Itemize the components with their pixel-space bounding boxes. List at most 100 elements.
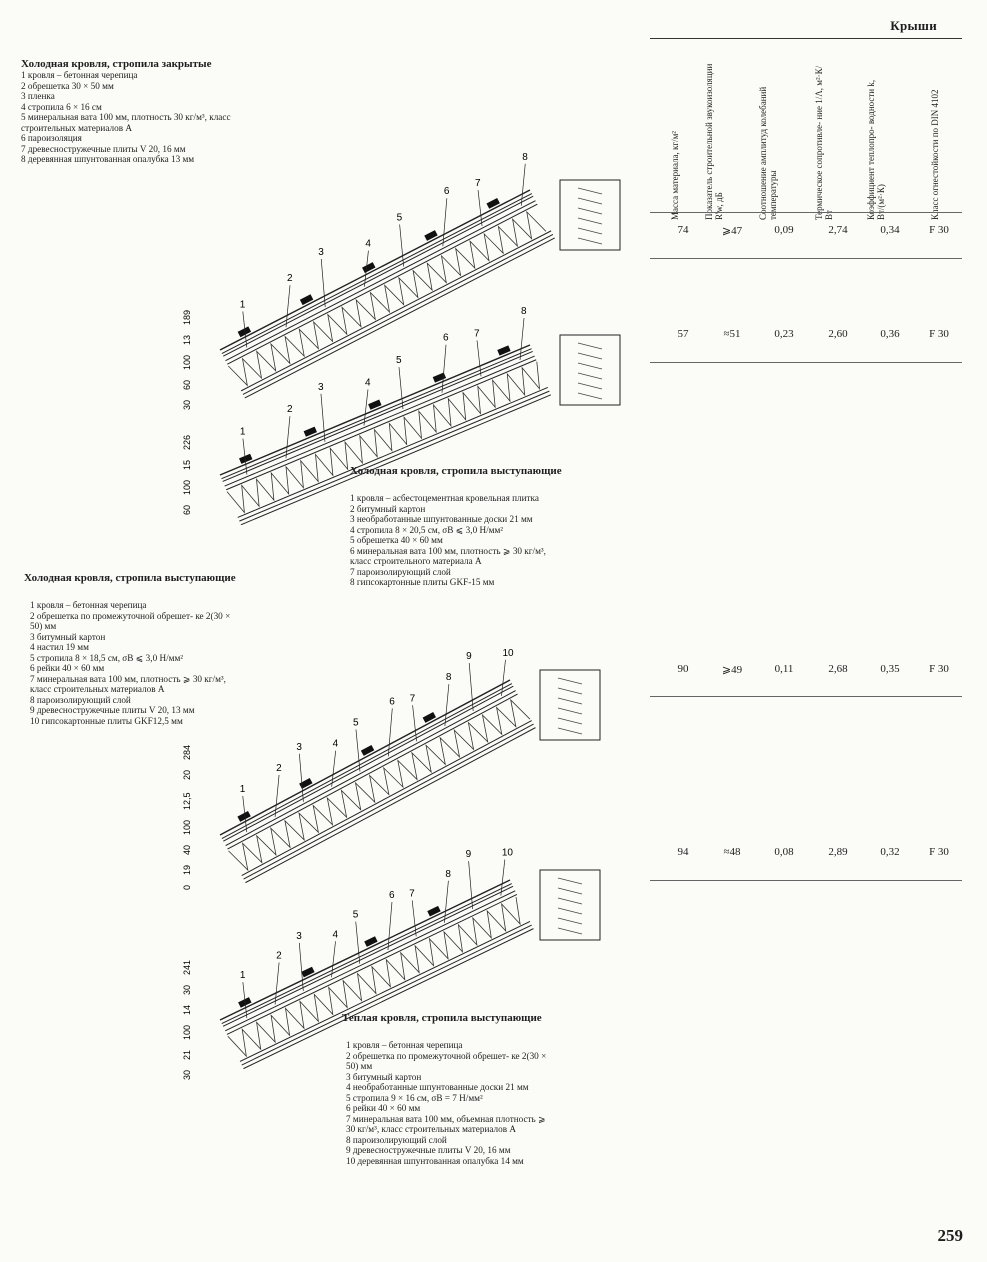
legend-item: 2 обрешетка по промежуточной обрешет- ке… — [30, 610, 231, 632]
dimension-label: 20 — [182, 770, 192, 780]
layer-line — [242, 233, 554, 395]
table-cell: F 30 — [929, 846, 949, 858]
section-2-legend: 1 кровля – асбестоцементная кровельная п… — [350, 493, 562, 588]
callout-leader — [355, 729, 361, 772]
dimension-label: 226 — [182, 435, 192, 450]
layer-line — [221, 193, 533, 354]
callout-label: 5 — [353, 910, 359, 921]
rafter-grain — [557, 707, 583, 715]
legend-item: 6 рейки 40 × 60 мм — [346, 1103, 421, 1113]
table-cell: 90 — [677, 663, 689, 675]
batten — [424, 230, 438, 241]
table-header-mass: Масса материала, кг/м² — [670, 131, 680, 220]
dimension-label: 21 — [182, 1050, 192, 1060]
dimension-labels: 216010015226 — [182, 435, 192, 525]
section-3-title: Холодная кровля, стропила выступающие — [24, 572, 236, 584]
layer-line — [243, 928, 534, 1070]
insulation-hatch — [226, 361, 541, 514]
callout-label: 10 — [502, 648, 514, 659]
rafter-grain — [557, 687, 583, 695]
legend-item: 5 обрешетка 40 × 60 мм — [350, 535, 443, 545]
batten — [486, 197, 500, 209]
layer-line — [222, 885, 514, 1027]
legend-item: 10 гипсокартонные плиты GKF12,5 мм — [30, 715, 183, 726]
callout-label: 4 — [365, 239, 371, 250]
legend-item: 6 рейки 40 × 60 мм — [30, 663, 105, 673]
callout-leader — [468, 662, 474, 712]
callout-leader — [387, 901, 393, 951]
layer-line — [224, 355, 535, 487]
table-cell: 0,34 — [880, 224, 900, 236]
callout-leader — [399, 224, 404, 267]
callout-label: 1 — [240, 970, 246, 981]
callout-label: 2 — [276, 951, 282, 962]
batten — [301, 966, 315, 978]
legend-item: 7 пароизолирующий слой — [350, 566, 451, 577]
header-rule — [650, 38, 962, 39]
layer-line — [245, 727, 536, 884]
dimension-label: 284 — [182, 745, 192, 760]
table-rule — [650, 696, 962, 697]
rafter-grain — [557, 927, 583, 935]
callout-label: 1 — [240, 299, 246, 310]
table-cell: F 30 — [929, 328, 949, 340]
callout-leader — [441, 344, 447, 393]
rafter-grain — [577, 187, 603, 195]
page-number: 259 — [937, 1226, 964, 1245]
layer-line — [240, 394, 552, 525]
table-cell: 0,08 — [774, 846, 794, 858]
batten — [299, 294, 314, 306]
dimension-label: 30 — [182, 1070, 192, 1080]
legend-item: 1 кровля – асбестоцементная кровельная п… — [350, 493, 539, 503]
callout-label: 7 — [475, 178, 481, 189]
callout-label: 8 — [445, 869, 451, 880]
rafter-grain — [557, 897, 583, 905]
table-cell: 0,23 — [774, 328, 794, 340]
legend-item: 5 стропила 8 × 18,5 см, σB ⩽ 3,0 Н/мм² — [30, 652, 184, 663]
dimension-label: 60 — [182, 505, 192, 515]
callout-leader — [355, 921, 361, 964]
table-rule — [650, 258, 962, 259]
dimension-label: 30 — [182, 400, 192, 410]
batten — [432, 372, 447, 383]
dimension-label: 100 — [182, 480, 192, 495]
table-cell: 0,32 — [880, 846, 900, 858]
callout-label: 8 — [522, 152, 528, 163]
batten — [303, 426, 317, 437]
callout-leader — [444, 880, 449, 923]
dimension-label: 100 — [182, 820, 192, 835]
rafter-grain — [577, 392, 603, 400]
dimension-label: 60 — [182, 380, 192, 390]
legend-item: 8 пароизолирующий слой — [30, 694, 131, 705]
dimension-label: 100 — [182, 1025, 192, 1040]
callout-leader — [331, 750, 337, 787]
layer-line — [237, 386, 548, 518]
insulation-hatch — [228, 698, 531, 872]
table-cell: 2,74 — [828, 224, 848, 236]
batten — [360, 744, 375, 756]
legend-item: 8 пароизолирующий слой — [346, 1134, 447, 1145]
dimension-label: 13 — [182, 335, 192, 345]
callout-leader — [242, 311, 248, 348]
callout-label: 2 — [276, 763, 282, 774]
callout-leader — [468, 861, 473, 910]
callout-leader — [444, 684, 450, 727]
table-cell: ⩾49 — [721, 664, 743, 676]
table-header-sound: Показатель строительной звукоизоляции R'… — [704, 63, 724, 220]
table-header-fire-class: Класс огнестойкости по DIN 4102 — [930, 89, 940, 220]
batten — [362, 262, 376, 274]
dimension-label: 15 — [182, 460, 192, 470]
layer-line — [222, 350, 533, 482]
rafter-grain — [577, 342, 603, 350]
batten — [239, 453, 253, 464]
rafter-grain — [557, 887, 583, 895]
table-rule — [650, 212, 962, 213]
callout-label: 6 — [389, 696, 395, 707]
dimension-label: 100 — [182, 355, 192, 370]
legend-item: 9 древесностружечные плиты V 20, 13 мм — [30, 705, 195, 715]
legend-item: 3 битумный картон — [346, 1071, 422, 1082]
legend-item: 3 необработанные шпунтованные доски 21 м… — [350, 514, 533, 524]
